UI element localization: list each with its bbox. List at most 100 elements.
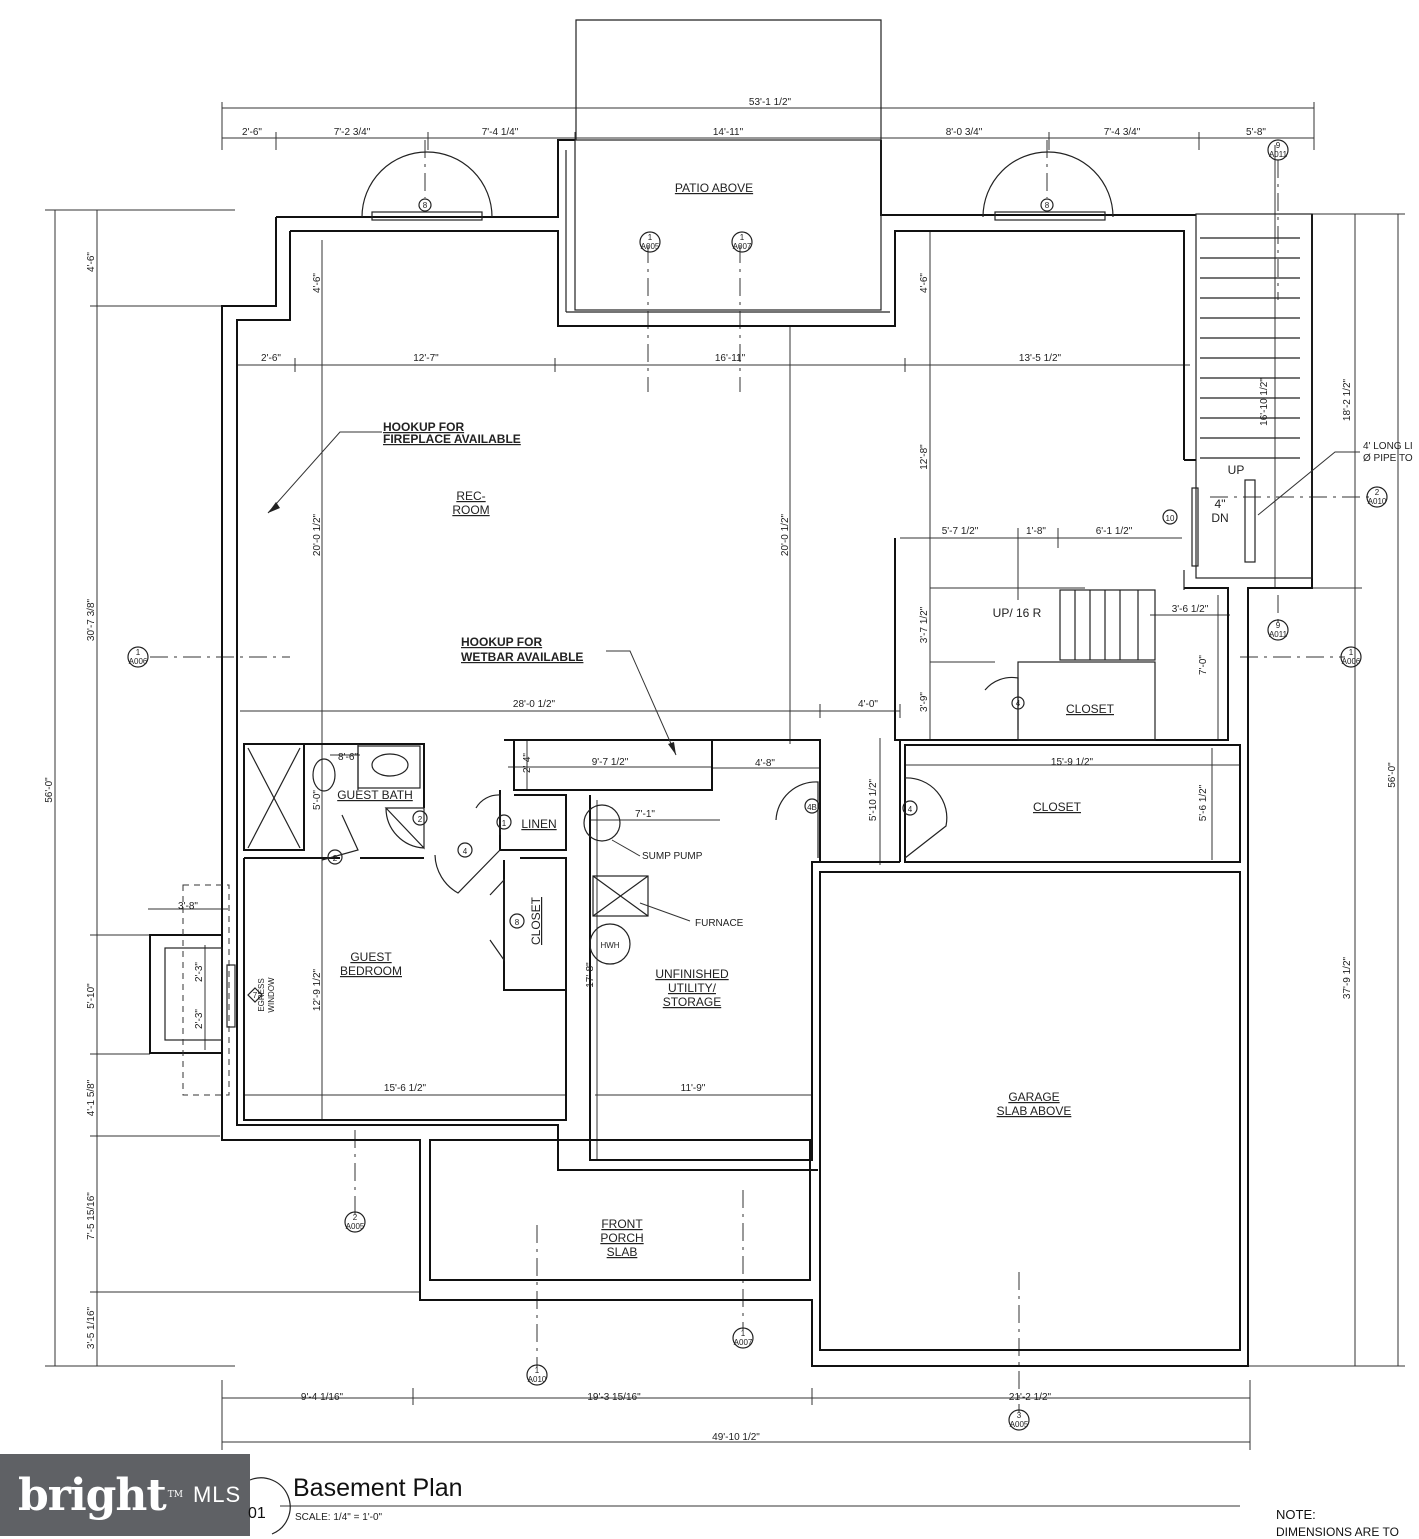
dimension-label: 8: [1045, 201, 1050, 210]
note-furnace: FURNACE: [695, 918, 744, 929]
dimension-label: 3'-8": [178, 901, 198, 912]
dimension-label: 16'-10 1/2": [1259, 378, 1270, 426]
dimension-label: 1: [648, 233, 653, 242]
section-lines: [150, 140, 1370, 1412]
dimension-label: 1: [741, 1329, 746, 1338]
dimension-label: 1'-8": [1026, 526, 1046, 537]
note-sump-pump: SUMP PUMP: [642, 851, 703, 862]
dimension-lines: [45, 102, 1405, 1450]
dimension-label: 5'-0": [312, 790, 323, 810]
dimension-label: 8: [423, 201, 428, 210]
dimension-label: 5'-6 1/2": [1198, 784, 1209, 821]
door-tag: 10: [1162, 509, 1178, 525]
dimension-label: 18'-2 1/2": [1342, 378, 1353, 421]
label-rec-room-2: ROOM: [452, 503, 489, 517]
label-patio-above: PATIO ABOVE: [675, 181, 753, 195]
dimension-label: 15'-9 1/2": [1051, 757, 1094, 768]
label-guest-bath: GUEST BATH: [337, 788, 413, 802]
stair-treads: [1200, 237, 1300, 459]
note-dn-2: DN: [1211, 511, 1228, 525]
dimension-label: 4'-6": [312, 273, 323, 293]
dimension-label: 10: [1166, 514, 1175, 523]
dimension-label: A007: [734, 1338, 753, 1347]
dimension-label: 15'-6 1/2": [384, 1083, 427, 1094]
dimension-label: 2'-3": [194, 962, 205, 982]
plan-title: Basement Plan: [293, 1474, 463, 1502]
dimension-label: 7: [253, 991, 258, 1000]
door-tags: 8 8 2 2 4 1 8 4B 4 10 4 7: [247, 198, 1178, 1003]
dimension-label: 1: [136, 648, 141, 657]
dimension-label: 2'-6": [261, 353, 281, 364]
label-utility-2: UTILITY/: [668, 981, 717, 995]
dimension-label: A006: [129, 657, 148, 666]
label-rec-room-1: REC-: [456, 489, 485, 503]
dimension-label: 13'-5 1/2": [1019, 353, 1062, 364]
dimension-label: 4'-6": [86, 252, 97, 272]
dimension-label: 2: [418, 815, 423, 824]
dimension-label: 56'-0": [44, 777, 55, 803]
label-linen: LINEN: [521, 817, 556, 831]
stair-treads-center: [1017, 589, 1156, 741]
dimension-label: 12'-8": [919, 444, 930, 470]
dimension-label: 49'-10 1/2": [712, 1432, 760, 1443]
door-tag: 2: [412, 810, 428, 826]
dimension-label: 28'-0 1/2": [513, 699, 556, 710]
dimension-label: 4B: [807, 803, 817, 812]
note-up: UP: [1228, 463, 1245, 477]
dimension-label: 2: [333, 854, 338, 863]
logo-wordmark: bright: [18, 1469, 167, 1521]
dimension-label: 5'-8": [1246, 127, 1266, 138]
door-tag: 8: [1040, 198, 1054, 212]
note-label: NOTE:: [1276, 1507, 1316, 1522]
dimension-label: 53'-1 1/2": [749, 97, 792, 108]
dimension-label: 4'-6": [919, 273, 930, 293]
dimension-label: 4'-1 5/8": [86, 1079, 97, 1116]
label-closet-hall: CLOSET: [529, 896, 543, 945]
label-guest-bedroom-1: GUEST: [350, 950, 392, 964]
label-closet-stairs: CLOSET: [1066, 702, 1115, 716]
dimension-label: 8: [515, 918, 520, 927]
door-tag: 2: [327, 849, 343, 865]
dimension-label: 2: [353, 1213, 358, 1222]
door-tag: 4: [1011, 696, 1025, 710]
note-stairs: UP/ 16 R: [993, 606, 1042, 620]
label-garage-2: SLAB ABOVE: [997, 1104, 1072, 1118]
title-block: [249, 1477, 1240, 1535]
dimension-label: 7'-1": [635, 809, 655, 820]
dimension-label: 37'-9 1/2": [1342, 956, 1353, 999]
dimension-label: 2'-6": [242, 127, 262, 138]
dimension-label: A010: [528, 1375, 547, 1384]
dimension-label: 4: [1016, 699, 1021, 708]
label-utility-3: STORAGE: [663, 995, 721, 1009]
note-fireplace-2: FIREPLACE AVAILABLE: [383, 432, 521, 446]
dimension-label: A006: [1342, 657, 1361, 666]
dimension-label: 16'-11": [715, 353, 746, 364]
dimension-label: 7'-4 3/4": [1104, 127, 1141, 138]
dimension-label: 3'-5 1/16": [86, 1306, 97, 1349]
dimension-label: 17'-8": [585, 962, 596, 988]
logo-mls: MLS: [192, 1482, 242, 1507]
note-wetbar-2: WETBAR AVAILABLE: [461, 650, 583, 664]
label-utility-1: UNFINISHED: [655, 967, 729, 981]
dimension-label: 8'-0 3/4": [946, 127, 983, 138]
note-egress: EGRESS: [257, 978, 266, 1011]
plan-notes: HOOKUP FOR FIREPLACE AVAILABLE HOOKUP FO…: [257, 420, 1413, 1013]
dimension-label: 4'-0": [858, 699, 878, 710]
dimension-label: 21'-2 1/2": [1009, 1392, 1052, 1403]
leader-arrows: [267, 431, 1360, 922]
label-closet-right: CLOSET: [1033, 800, 1082, 814]
door-tag: 4B: [804, 798, 820, 814]
dimension-label: 9'-4 1/16": [301, 1392, 344, 1403]
dimension-label: A011: [1269, 630, 1288, 639]
door-tag: 4: [457, 842, 473, 858]
dimension-label: 3'-9": [919, 692, 930, 712]
dimension-label: 8'-6": [338, 752, 358, 763]
dimension-label: 9'-7 1/2": [592, 757, 629, 768]
dimension-label: A010: [1368, 497, 1387, 506]
dimension-label: 56'-0": [1387, 762, 1398, 788]
